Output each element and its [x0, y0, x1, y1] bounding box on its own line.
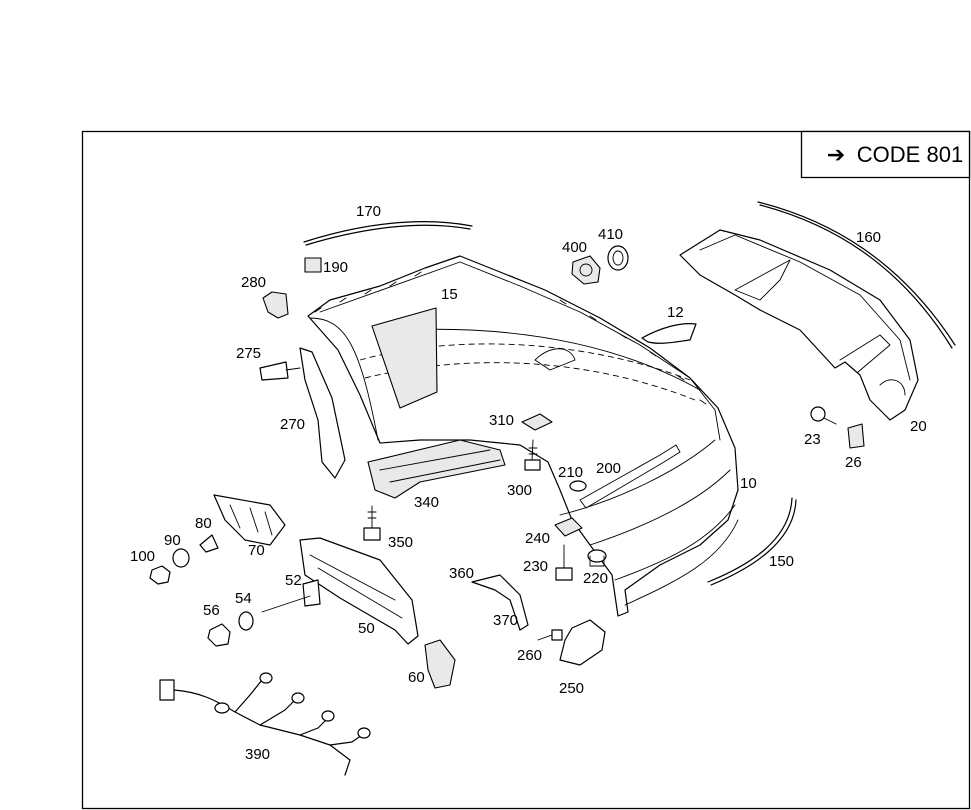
bracket-70: [213, 494, 286, 546]
bolt-230: [555, 544, 573, 581]
label-200: 200: [596, 460, 621, 477]
trim-340: [367, 439, 506, 499]
screw-260: [537, 629, 563, 641]
nut-56: [207, 623, 231, 647]
clip-240: [554, 517, 583, 537]
label-56: 56: [203, 602, 220, 619]
label-52: 52: [285, 572, 302, 589]
trim-360: [471, 574, 529, 631]
bolt-23: [810, 406, 837, 425]
label-300: 300: [507, 482, 532, 499]
washer-210: [569, 480, 587, 492]
label-90: 90: [164, 532, 181, 549]
label-310: 310: [489, 412, 514, 429]
label-280: 280: [241, 274, 266, 291]
label-260: 260: [517, 647, 542, 664]
bracket-270: [299, 347, 346, 479]
label-23: 23: [804, 431, 821, 448]
label-12: 12: [667, 304, 684, 321]
ring-410: [607, 245, 629, 271]
diffuser: [679, 229, 919, 421]
part-labels: 170 190 280 15 275 270 400 410 160 12 31…: [130, 203, 927, 763]
arrow-icon: ➔: [827, 142, 845, 167]
diagram-frame: [81, 130, 971, 810]
screw-350: [363, 505, 381, 541]
label-400: 400: [562, 239, 587, 256]
clip-190: [304, 257, 322, 273]
label-270: 270: [280, 416, 305, 433]
label-340: 340: [414, 494, 439, 511]
stud-52: [261, 579, 321, 613]
trim-strip-150: [707, 497, 797, 586]
label-370: 370: [493, 612, 518, 629]
label-26: 26: [845, 454, 862, 471]
label-360: 360: [449, 565, 474, 582]
label-250: 250: [559, 680, 584, 697]
push-clip-275: [259, 361, 301, 381]
label-15: 15: [441, 286, 458, 303]
label-170: 170: [356, 203, 381, 220]
washer-90: [172, 548, 190, 568]
label-190: 190: [323, 259, 348, 276]
label-70: 70: [248, 542, 265, 559]
label-275: 275: [236, 345, 261, 362]
nut-220: [587, 549, 607, 567]
trim-strip-160: [757, 201, 956, 349]
nut-100: [149, 565, 171, 585]
label-390: 390: [245, 746, 270, 763]
bracket-60: [424, 639, 456, 689]
label-350: 350: [388, 534, 413, 551]
clip-26: [847, 423, 865, 449]
sensor-400: [571, 255, 601, 285]
cap-12: [641, 323, 697, 344]
clip-310: [521, 413, 553, 431]
label-410: 410: [598, 226, 623, 243]
label-10: 10: [740, 475, 757, 492]
bumper-cover: [307, 255, 739, 617]
label-220: 220: [583, 570, 608, 587]
label-54: 54: [235, 590, 252, 607]
code-badge: ➔ CODE 801: [800, 130, 971, 179]
screw-80: [199, 534, 219, 553]
label-150: 150: [769, 553, 794, 570]
trim-strip-170: [303, 221, 473, 246]
bolt-300: [524, 439, 541, 471]
label-20: 20: [910, 418, 927, 435]
label-240: 240: [525, 530, 550, 547]
label-60: 60: [408, 669, 425, 686]
code-text: CODE 801: [857, 142, 963, 167]
label-100: 100: [130, 548, 155, 565]
wiring-harness-390: [159, 672, 371, 776]
label-230: 230: [523, 558, 548, 575]
washer-54: [238, 611, 254, 631]
absorber-50: [299, 537, 419, 645]
bracket-280: [262, 291, 289, 319]
label-50: 50: [358, 620, 375, 637]
label-210: 210: [558, 464, 583, 481]
label-80: 80: [195, 515, 212, 532]
label-160: 160: [856, 229, 881, 246]
mudflap-250: [559, 619, 606, 666]
